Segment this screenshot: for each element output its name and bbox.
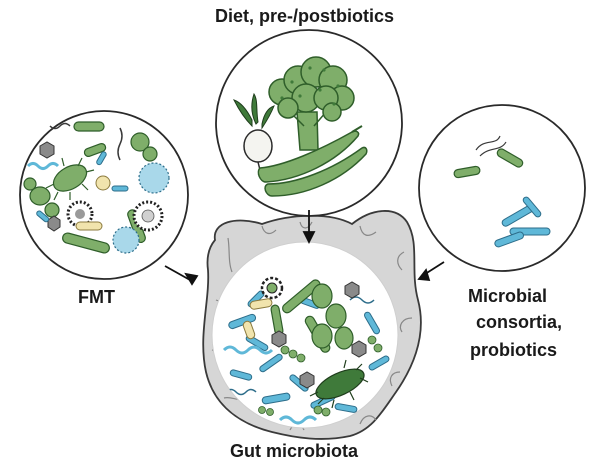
fmt-label: FMT: [78, 287, 115, 307]
bacteria-icon: [23, 121, 158, 254]
bacteria-icon: [309, 359, 369, 409]
virus-icon: [260, 276, 284, 300]
consortia-label-line3: probiotics: [470, 340, 558, 360]
banana-icon: [257, 125, 368, 197]
consortia-label-line2: consortia,: [476, 312, 563, 332]
arrow-icon: [417, 261, 445, 282]
broccoli-icon: [268, 56, 355, 151]
virus-icon: [271, 281, 367, 389]
diet-label: Diet, pre-/postbiotics: [215, 6, 395, 26]
bacteria-icon: [453, 148, 524, 179]
consortia-label-line1: Microbial: [468, 286, 548, 306]
fmt-microbes: [23, 121, 170, 254]
bacteria-icon: [45, 157, 95, 201]
gut-microbiota-label: Gut microbiota: [230, 441, 359, 461]
bacteria-icon: [242, 298, 273, 340]
consortia-microbes: [453, 135, 551, 248]
bacteria-icon: [112, 226, 140, 254]
virus-icon: [39, 141, 164, 232]
bacteria-icon: [494, 196, 551, 248]
bacteria-icon: [36, 151, 129, 223]
bacteria-icon: [75, 175, 111, 231]
gut-microbes: [222, 276, 390, 425]
arrow-icon: [164, 265, 199, 286]
gut-microbiota-circle: [211, 241, 399, 429]
bacteria-icon: [311, 283, 354, 350]
arrow-icon: [302, 210, 316, 245]
bacteria-icon: [138, 162, 170, 194]
